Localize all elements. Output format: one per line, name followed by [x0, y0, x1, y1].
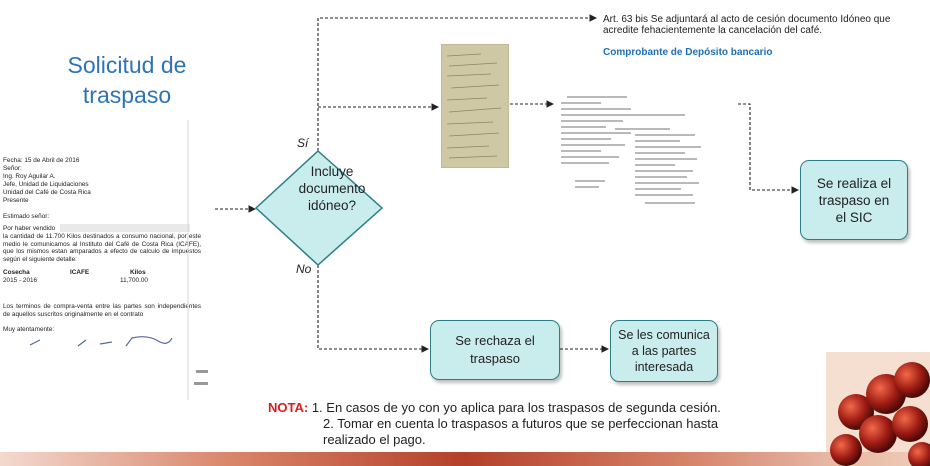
letter-table-kilos: 11,700.00: [120, 277, 148, 284]
letter-table-cosecha: 2015 - 2016: [3, 277, 38, 284]
letter-salutation: Señor:: [3, 165, 22, 172]
decision-line-3: idóneo?: [307, 198, 357, 213]
notify-line-3: interesada: [634, 360, 694, 374]
supporting-document-image: [555, 88, 737, 218]
yes-label: Sí: [297, 136, 309, 150]
title-line-1: Solicitud de: [67, 52, 187, 78]
decision-text: Incluye documento idóneo?: [284, 163, 380, 214]
note-item-2: 2. Tomar en cuenta lo traspasos a futuro…: [323, 416, 719, 431]
decision-line-2: documento: [298, 181, 366, 196]
success-line-2: traspaso en: [818, 192, 890, 208]
letter-body-start: Por haber vendido: [3, 225, 56, 232]
decision-line-1: Incluye: [310, 164, 354, 179]
success-line-3: el SIC: [835, 209, 873, 225]
note-item-1: 1. En casos de yo con yo aplica para los…: [311, 400, 721, 415]
letter-closing: Los terminos de compra-venta entre las p…: [3, 303, 201, 318]
success-line-1: Se realiza el: [816, 175, 892, 191]
page-title: Solicitud de traspaso: [52, 50, 202, 110]
reject-line-1: Se rechaza el: [455, 333, 535, 348]
footer-bar: [0, 452, 930, 466]
article-text: Art. 63 bis Se adjuntará al acto de cesi…: [603, 14, 891, 37]
article-subtitle: Comprobante de Depósito bancario: [603, 47, 773, 58]
title-line-2: traspaso: [82, 82, 172, 108]
letter-presente: Presente: [3, 197, 29, 204]
letter-table-h3: Kilos: [130, 269, 146, 276]
notify-line-2: a las partes: [631, 344, 697, 358]
letter-greeting: Estimado señor:: [3, 213, 50, 220]
request-letter: Fecha: 15 de Abril de 2016 Señor: Ing. R…: [0, 120, 212, 405]
letter-date: Fecha: 15 de Abril de 2016: [3, 157, 80, 164]
note-block: NOTA: 1. En casos de yo con yo aplica pa…: [268, 400, 828, 448]
letter-table-h1: Cosecha: [3, 269, 30, 276]
letter-signoff: Muy atentamente:: [3, 326, 55, 333]
deposit-receipt-image: [440, 43, 510, 169]
letter-name: Ing. Roy Aguilar A.: [3, 173, 56, 180]
letter-body: la cantidad de 11.700 Kilos destinados a…: [3, 233, 201, 263]
reject-line-2: traspaso: [470, 351, 520, 366]
note-item-2-cont: realizado el pago.: [323, 432, 426, 447]
transfer-rejected-box: Se rechaza el traspaso: [430, 320, 560, 380]
letter-table-h2: ICAFE: [70, 269, 90, 276]
decision-diamond: [254, 149, 384, 267]
note-label: NOTA:: [268, 400, 309, 415]
no-label: No: [296, 262, 312, 276]
coffee-cherries-image: [826, 352, 930, 466]
receipt-texture: [440, 43, 510, 169]
letter-role: Jefe, Unidad de Liquidaciones: [3, 181, 89, 188]
letter-marks: [29, 120, 208, 400]
document-texture: [561, 96, 701, 204]
letter-unit: Unidad del Café de Costa Rica: [3, 189, 91, 196]
notify-parties-box: Se les comunica a las partes interesada: [610, 320, 718, 382]
notify-line-1: Se les comunica: [618, 328, 710, 342]
transfer-success-box: Se realiza el traspaso en el SIC: [800, 160, 908, 240]
